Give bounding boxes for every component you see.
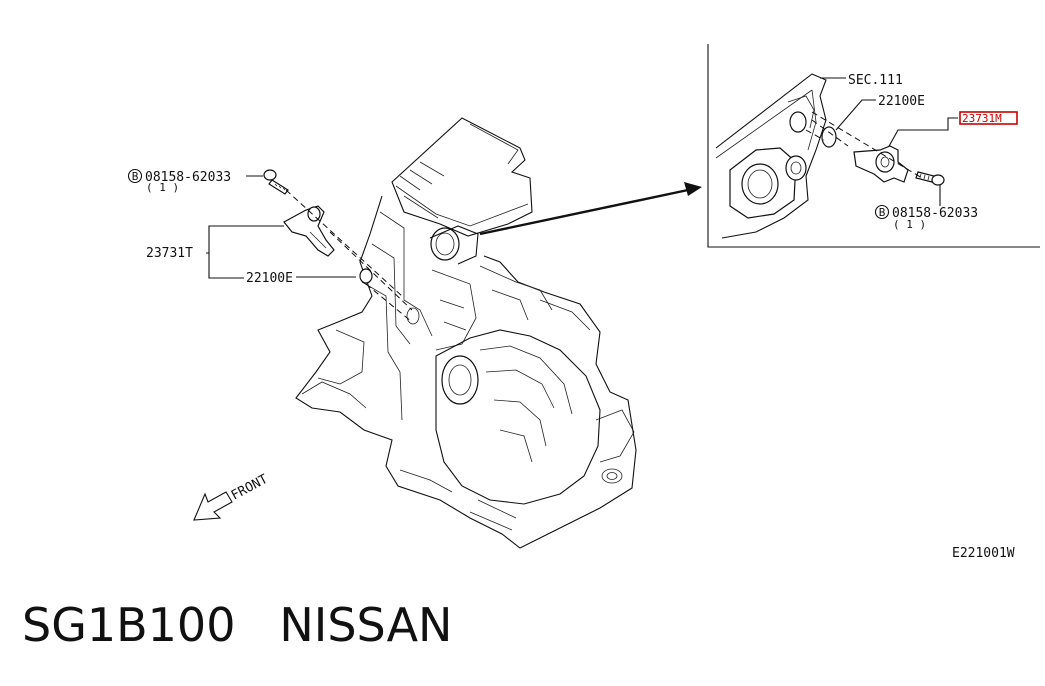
front-label: FRONT xyxy=(229,472,271,504)
footer-caption: SG1B100 NISSAN xyxy=(22,598,452,652)
diagram-code: E221001W xyxy=(952,546,1015,561)
bolt-left-quantity: ( 1 ) xyxy=(146,181,179,194)
oring-left: 22100E xyxy=(246,268,373,286)
sensor-left-part-number: 23731T xyxy=(146,246,193,261)
bolt-symbol-left: B xyxy=(132,170,139,183)
bolt-right-quantity: ( 1 ) xyxy=(893,218,926,231)
bolt-right-part-number: 08158-62033 xyxy=(892,206,978,221)
sec-reference: SEC.111 xyxy=(848,73,903,88)
bolt-left: B 08158-62033 ( 1 ) xyxy=(127,168,289,195)
sensor-right-highlight xyxy=(959,111,1018,125)
sensor-right-part-number: 23731M xyxy=(962,112,1002,125)
detail-arrow xyxy=(479,182,702,236)
engine-transmission-drawing xyxy=(295,117,637,549)
front-arrow: FRONT xyxy=(193,472,271,521)
bolt-symbol-right: B xyxy=(879,206,886,219)
oring-right-part-number: 22100E xyxy=(878,94,925,109)
bolt-left-part-number: 08158-62033 xyxy=(145,170,231,185)
oring-left-part-number: 22100E xyxy=(246,271,293,286)
detail-inset: SEC.111 22100E 23731M B 08158-62033 ( 1 … xyxy=(707,44,1040,248)
footer-brand: NISSAN xyxy=(279,598,453,652)
footer-code: SG1B100 xyxy=(22,598,236,652)
sensor-left: 23731T xyxy=(146,205,335,279)
